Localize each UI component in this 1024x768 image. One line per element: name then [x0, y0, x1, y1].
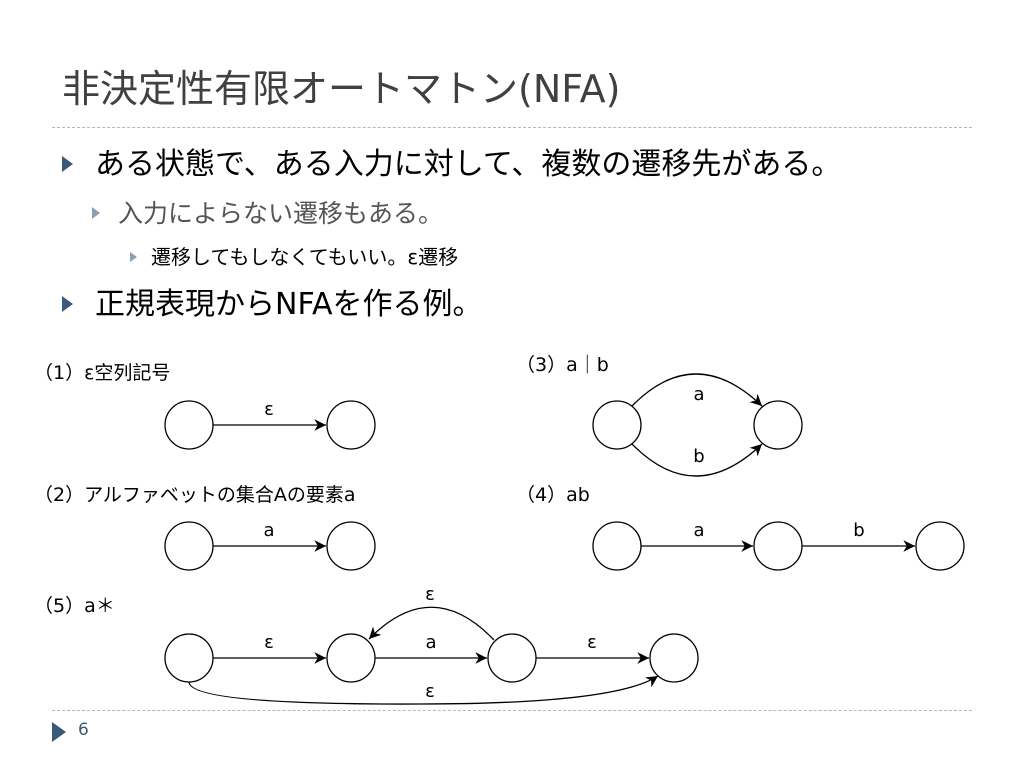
bullet-text: 入力によらない遷移もある。	[118, 199, 444, 228]
diagram-1-epsilon	[164, 400, 376, 450]
bullet-input-independent: 入力によらない遷移もある。	[92, 201, 443, 226]
edge-label: a	[693, 384, 704, 405]
bullet-nondeterminism: ある状態で、ある入力に対して、複数の遷移先がある。	[62, 150, 841, 180]
bullet-text: 正規表現からNFAを作る例。	[95, 287, 483, 322]
diagram-1-label: （1）ε空列記号	[34, 362, 171, 384]
diagram-2-symbol	[164, 521, 376, 571]
footer-divider	[52, 710, 972, 711]
edge-label: ε	[264, 632, 274, 653]
diagram-4-concat	[592, 521, 965, 571]
state-circle	[753, 521, 803, 571]
transition-arrow	[368, 606, 495, 641]
state-circle	[164, 633, 214, 683]
state-circle	[649, 633, 699, 683]
state-circle	[164, 521, 214, 571]
edge-label: ε	[264, 399, 274, 420]
state-circle	[326, 400, 376, 450]
edge-label: ε	[587, 632, 597, 653]
state-circle	[915, 521, 965, 571]
diagram-2-label: （2）アルファベットの集合Aの要素a	[34, 484, 356, 506]
transition-arrow	[631, 443, 763, 477]
state-circle	[164, 400, 214, 450]
edge-label: ε	[425, 584, 435, 605]
diagram-4-label: （4）ab	[516, 484, 590, 506]
bullet-marker-icon	[62, 295, 73, 312]
bullet-marker-icon	[92, 207, 100, 219]
bullet-text: ある状態で、ある入力に対して、複数の遷移先がある。	[95, 147, 842, 182]
diagram-3-label: （3）a｜b	[516, 354, 609, 376]
edge-label: b	[853, 520, 864, 541]
slide-title: 非決定性有限オートマトン(NFA)	[62, 67, 621, 111]
state-circle	[326, 521, 376, 571]
footer-triangle-icon	[52, 722, 66, 742]
bullet-text: 遷移してもしなくてもいい。ε遷移	[151, 245, 459, 269]
title-divider	[52, 127, 972, 128]
page-number: 6	[78, 720, 89, 740]
diagram-3-union	[592, 373, 803, 477]
bullet-marker-icon	[62, 155, 73, 172]
state-circle	[753, 400, 803, 450]
diagram-5-star	[164, 606, 699, 705]
edge-label: a	[425, 632, 436, 653]
edge-label: a	[693, 520, 704, 541]
state-circle	[592, 400, 642, 450]
edge-label: ε	[425, 681, 435, 702]
diagram-5-label: （5）a＊	[34, 595, 115, 617]
bullet-epsilon-transition: 遷移してもしなくてもいい。ε遷移	[130, 247, 458, 267]
state-circle	[487, 633, 537, 683]
bullet-marker-icon	[130, 251, 137, 262]
edge-label: a	[263, 520, 274, 541]
transition-arrow	[188, 675, 659, 705]
state-circle	[592, 521, 642, 571]
transition-arrow	[631, 373, 763, 407]
edge-label: b	[693, 446, 704, 467]
state-circle	[326, 633, 376, 683]
bullet-regex-to-nfa: 正規表現からNFAを作る例。	[62, 290, 482, 320]
